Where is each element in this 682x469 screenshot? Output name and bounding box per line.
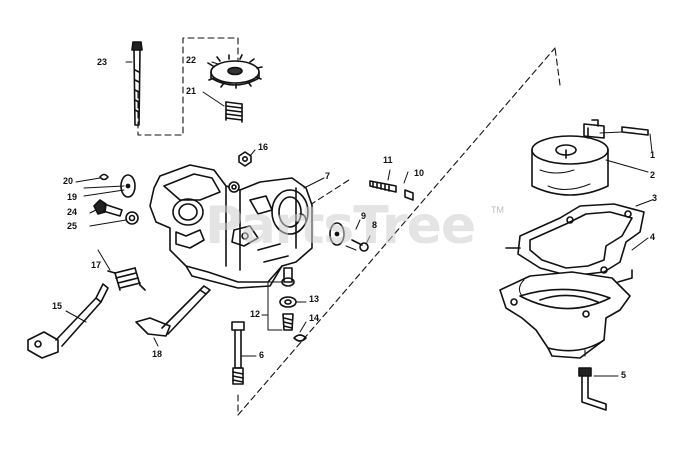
callout-1: 1 bbox=[650, 150, 656, 160]
part-24-screw bbox=[93, 199, 123, 217]
callout-21: 21 bbox=[186, 86, 197, 96]
callout-3: 3 bbox=[652, 193, 658, 203]
part-4-bowl bbox=[499, 269, 633, 359]
part-15-shaft bbox=[27, 283, 109, 359]
callout-15: 15 bbox=[52, 301, 63, 311]
callout-24: 24 bbox=[67, 207, 78, 217]
part-5-screw bbox=[578, 367, 607, 411]
part-1-pin bbox=[621, 126, 649, 136]
callout-10: 10 bbox=[414, 168, 425, 178]
callout-9: 9 bbox=[361, 211, 367, 221]
part-23-screw bbox=[131, 41, 143, 126]
callout-22: 22 bbox=[186, 55, 197, 65]
carburetor-body bbox=[149, 164, 313, 289]
callout-13: 13 bbox=[309, 294, 320, 304]
part-25-washer bbox=[125, 211, 139, 225]
part-2-float bbox=[531, 119, 609, 196]
callout-4: 4 bbox=[650, 232, 656, 242]
part-12-jet bbox=[282, 267, 294, 331]
part-9-disc bbox=[329, 222, 345, 246]
callout-8: 8 bbox=[372, 220, 378, 230]
callout-20: 20 bbox=[63, 176, 74, 186]
callout-2: 2 bbox=[650, 170, 656, 180]
callout-25: 25 bbox=[67, 221, 78, 231]
part-10-pin bbox=[404, 189, 414, 201]
part-8-screw bbox=[351, 239, 369, 252]
part-20-clip bbox=[99, 173, 109, 181]
callout-14: 14 bbox=[309, 313, 320, 323]
part-11-needle bbox=[369, 180, 397, 193]
part-6-screw bbox=[231, 321, 245, 385]
part-16-nut bbox=[238, 151, 252, 167]
callout-23: 23 bbox=[97, 57, 108, 67]
watermark-trademark: TM bbox=[491, 205, 504, 215]
callout-17: 17 bbox=[91, 260, 102, 270]
part-17-spring bbox=[107, 267, 146, 291]
callout-5: 5 bbox=[621, 370, 627, 380]
callout-6: 6 bbox=[259, 350, 265, 360]
callout-11: 11 bbox=[383, 155, 393, 165]
leader-lines bbox=[65, 61, 653, 377]
part-14-clip bbox=[293, 334, 307, 342]
part-18-shaft bbox=[135, 285, 211, 337]
callout-19: 19 bbox=[67, 192, 78, 202]
callout-12: 12 bbox=[250, 309, 261, 319]
callout-7: 7 bbox=[325, 171, 331, 181]
part-22-gear bbox=[207, 54, 263, 89]
callout-18: 18 bbox=[152, 349, 163, 359]
callout-16: 16 bbox=[258, 142, 269, 152]
part-3-gasket bbox=[505, 203, 645, 277]
part-21-spring bbox=[225, 101, 243, 123]
